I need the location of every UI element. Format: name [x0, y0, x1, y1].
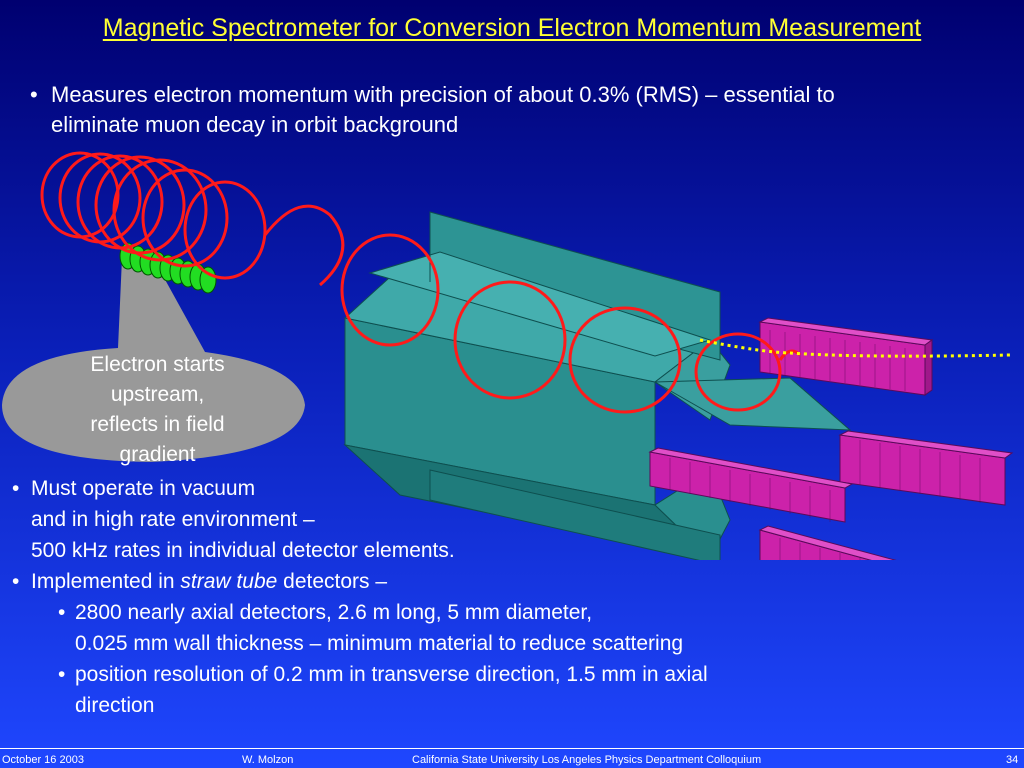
footer-page-number: 34 [1006, 754, 1019, 766]
electron-helix [40, 151, 802, 414]
footer-venue: California State University Los Angeles … [412, 754, 762, 766]
callout-text: Electron starts upstream, reflects in fi… [60, 350, 255, 470]
reflected-trajectory [699, 338, 1011, 358]
spectrometer-illustration [2, 151, 1014, 560]
bullet-vacuum-line3: 500 kHz rates in individual detector ele… [31, 539, 455, 562]
footer-author: W. Molzon [242, 754, 294, 766]
main-bullet-line2: eliminate muon decay in orbit background [51, 112, 459, 137]
callout-line4: gradient [119, 443, 196, 466]
tracker-body [343, 211, 852, 560]
callout-line3: reflects in field [90, 413, 225, 436]
sub-bullet-detectors-line1: 2800 nearly axial detectors, 2.6 m long,… [75, 601, 593, 624]
bullet-straw-prefix: Implemented in [31, 570, 181, 593]
bullet-marker: • [12, 570, 20, 593]
footer-date: October 16 2003 [2, 754, 84, 766]
sub-bullet-resolution: • position resolution of 0.2 mm in trans… [12, 659, 1012, 690]
main-bullet-line1: Measures electron momentum with precisio… [51, 82, 835, 107]
footer-divider [0, 748, 1024, 749]
bullet-vacuum-line2: and in high rate environment – [31, 508, 315, 531]
callout-line1: Electron starts [90, 353, 225, 376]
slide-title: Magnetic Spectrometer for Conversion Ele… [102, 14, 922, 42]
bullet-marker: • [58, 663, 66, 686]
detail-bullets: • Must operate in vacuum and in high rat… [12, 473, 1012, 721]
callout-line2: upstream, [110, 383, 205, 406]
bullet-vacuum: • Must operate in vacuum [12, 473, 1012, 504]
bullet-marker: • [12, 477, 20, 500]
bullet-straw-emphasis: straw tube [180, 570, 278, 593]
sub-bullet-detectors-line2: 0.025 mm wall thickness – minimum materi… [75, 632, 684, 655]
bullet-vacuum-line1: Must operate in vacuum [31, 477, 256, 500]
bullet-marker: • [30, 82, 38, 107]
bullet-straw-suffix: detectors – [277, 570, 388, 593]
calorimeter-blocks [648, 317, 1014, 560]
bullet-marker: • [58, 601, 66, 624]
sub-bullet-detectors: • 2800 nearly axial detectors, 2.6 m lon… [12, 597, 1012, 628]
main-bullet: • Measures electron momentum with precis… [30, 80, 990, 140]
callout-bubble [2, 256, 305, 462]
sub-bullet-resolution-line2: direction [75, 694, 155, 717]
sub-bullet-resolution-line1: position resolution of 0.2 mm in transve… [75, 663, 708, 686]
bullet-straw: • Implemented in straw tube detectors – [12, 566, 1012, 597]
